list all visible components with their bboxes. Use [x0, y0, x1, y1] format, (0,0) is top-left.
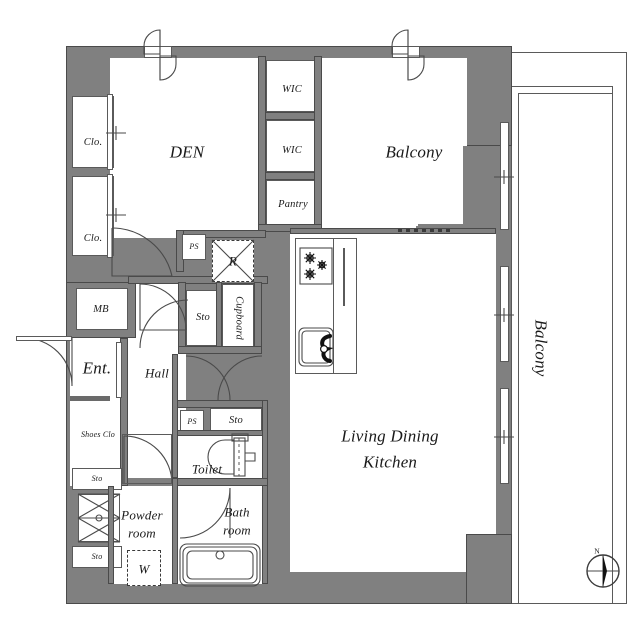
window-east-1-marker — [494, 170, 514, 184]
wall-wic-divider-1 — [262, 112, 322, 120]
wall-wic-divider-2 — [262, 172, 322, 180]
entrance-hall-slide-door[interactable] — [116, 342, 122, 398]
entrance-door-swing-icon — [23, 337, 73, 387]
room-balcony-north-fill2 — [322, 58, 467, 146]
balcony-east-inner-line — [612, 86, 614, 604]
top-door-1-swing-icon — [143, 29, 177, 81]
wall-hall-right — [172, 354, 178, 478]
label-bath-line2: room — [223, 522, 251, 538]
appliance-washer-slot — [127, 550, 161, 586]
wall-wic-right — [314, 56, 322, 228]
storage-cupboard — [222, 284, 254, 352]
label-den: DEN — [169, 142, 205, 162]
balcony-east-top-divider — [511, 86, 612, 88]
label-powder-line1: Powder — [121, 507, 163, 523]
kitchen-top-dotted — [398, 229, 450, 232]
top-door-2-swing-icon — [391, 29, 425, 81]
wall-sto-cupboard-right — [254, 282, 262, 352]
label-balcony-east: Balcony — [531, 319, 551, 377]
kitchen-counter-split — [333, 238, 335, 374]
closet-lower-slide-door[interactable] — [107, 174, 113, 258]
wall-ldk-right-notch — [466, 534, 512, 604]
wall-toilet-bottom — [172, 478, 268, 486]
storage-sto-left-upper — [72, 468, 122, 490]
kitchen-sink-icon — [298, 327, 334, 367]
label-powder-line2: room — [128, 525, 156, 541]
label-bath-line1: Bath — [224, 504, 250, 520]
label-cupboard: Cupboard — [233, 296, 245, 340]
entrance-door-leaf[interactable] — [16, 336, 72, 341]
label-sto-corridor: Sto — [228, 414, 244, 426]
label-ldk-line2: Kitchen — [362, 452, 418, 472]
label-shoes-clo: Shoes Clo — [80, 430, 116, 439]
label-refrigerator: R — [228, 253, 238, 269]
wall-entrance-right — [120, 338, 128, 486]
compass-label-north: N — [594, 546, 600, 556]
label-entrance: Ent. — [82, 358, 112, 378]
balcony-east-outline — [511, 52, 627, 604]
wall-toilet-right — [262, 400, 268, 584]
closet-upper-slide-door[interactable] — [107, 94, 113, 170]
toilet-fixture-icon — [207, 433, 256, 477]
wall-wic-left — [258, 56, 266, 228]
stove-cooktop-icon — [299, 247, 333, 285]
entrance-shoes-divider — [70, 396, 110, 401]
compass-north-icon — [586, 554, 620, 588]
label-balcony-north: Balcony — [385, 142, 443, 162]
room-den — [110, 58, 265, 238]
wall-sto-cupboard-mid — [216, 282, 222, 352]
corridor-door-swing-left — [185, 355, 231, 401]
wall-kitchen-top — [290, 228, 496, 234]
window-east-3-marker — [494, 430, 514, 444]
corridor-door-swing-right — [217, 355, 263, 401]
label-sto-hall: Sto — [195, 311, 211, 323]
wall-sto-cupboard-bottom — [178, 346, 262, 354]
label-ldk-line1: Living Dining — [341, 426, 439, 446]
hall-door-swing-upper — [139, 283, 187, 331]
label-sto-left-upper: Sto — [91, 474, 103, 483]
storage-pantry — [266, 180, 318, 226]
kitchen-counter-handle — [343, 248, 345, 306]
label-ps-lower: PS — [187, 417, 197, 426]
closet-lower-slide-marker — [106, 208, 126, 222]
wall-corridor-sto-bottom — [172, 430, 268, 436]
label-hall: Hall — [145, 365, 169, 381]
storage-wic-lower — [266, 120, 318, 172]
refrigerator-x-marker — [211, 239, 255, 283]
label-ps-upper: PS — [189, 242, 199, 251]
storage-mb — [76, 288, 128, 330]
powder-door-frame[interactable] — [122, 434, 172, 484]
balcony-east-top-divider-2 — [518, 93, 612, 95]
label-pantry: Pantry — [278, 198, 308, 210]
bathtub-icon — [179, 543, 261, 587]
den-door-swing — [111, 227, 173, 277]
label-sto-left-lower: Sto — [91, 552, 103, 561]
wall-bath-left — [172, 478, 178, 584]
room-bath — [178, 486, 262, 584]
label-closet-lower: Clo. — [83, 232, 103, 244]
label-mb: MB — [93, 303, 109, 315]
label-closet-upper: Clo. — [83, 136, 103, 148]
label-wic-lower: WIC — [282, 144, 302, 156]
storage-ps-upper — [182, 234, 206, 260]
storage-sto-corridor — [210, 408, 262, 434]
window-east-2-marker — [494, 308, 514, 322]
bath-door-swing — [179, 487, 231, 539]
balcony-east-left-inner — [518, 93, 520, 604]
closet-upper-slide-marker — [106, 126, 126, 140]
wall-corridor-sto-top — [172, 400, 268, 408]
hall-door-swing-lower — [139, 299, 189, 349]
wall-hall-top — [128, 276, 268, 284]
wall-powder-left — [108, 486, 114, 584]
label-toilet: Toilet — [191, 461, 223, 477]
label-wic-upper: WIC — [282, 83, 302, 95]
label-washer: W — [138, 561, 150, 577]
